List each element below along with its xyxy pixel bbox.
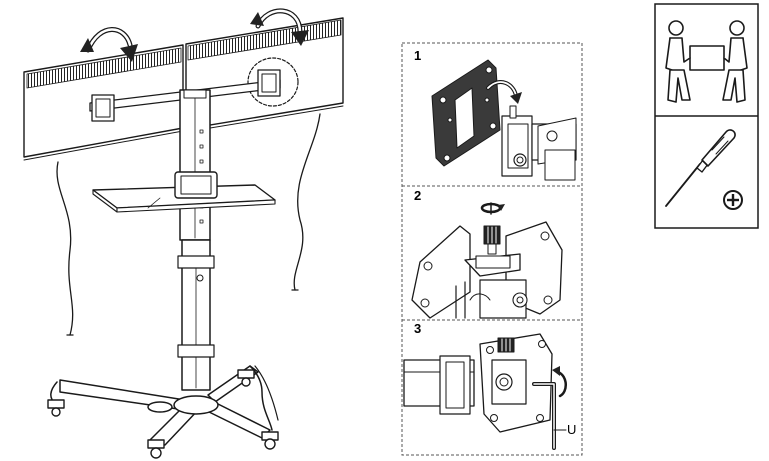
- step-number-3: 3: [414, 321, 421, 336]
- step-number-1: 1: [414, 48, 421, 63]
- caster-wheel: [47, 369, 279, 459]
- phillips-head-symbol-icon: [723, 190, 743, 210]
- step-number-2: 2: [414, 188, 421, 203]
- step-1-vesa-plate-illustration: [431, 59, 577, 181]
- dual-monitor-stand-illustration: [23, 8, 344, 459]
- two-person-lift-icon: [665, 20, 748, 103]
- rotate-arrow-icon: [80, 27, 138, 62]
- step-3-allen-key-illustration: [403, 333, 567, 450]
- phillips-screwdriver-icon: [665, 129, 736, 207]
- step-2-screw-illustration: [411, 202, 563, 319]
- part-label-u: U: [567, 422, 576, 437]
- side-icon-panel: [654, 3, 759, 229]
- detail-highlight-circle: [247, 57, 299, 107]
- rotate-arrow-icon: [250, 8, 309, 46]
